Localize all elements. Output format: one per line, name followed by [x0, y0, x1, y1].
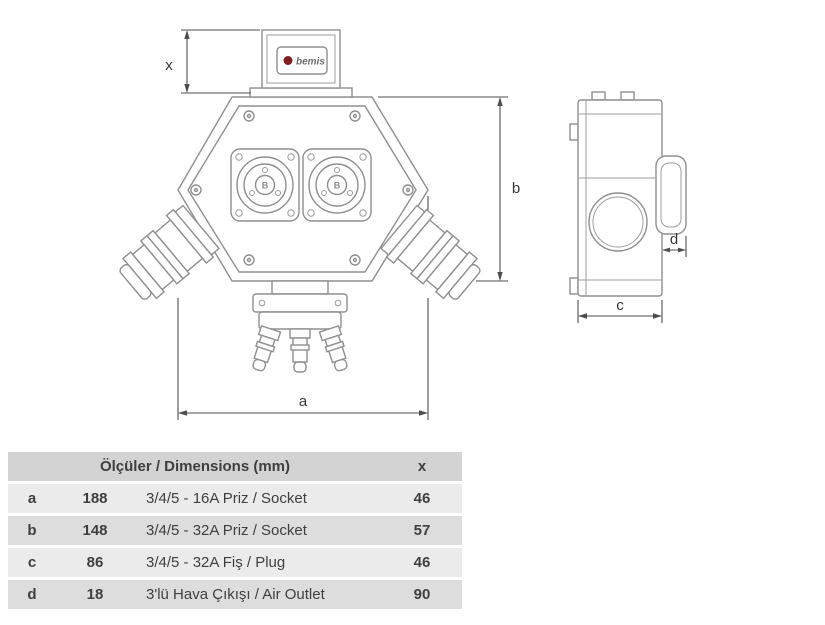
socket-emblem-left: B — [262, 181, 269, 191]
row-desc: 3/4/5 - 32A Priz / Socket — [134, 516, 382, 545]
table-header-row: Ölçüler / Dimensions (mm) x — [8, 452, 462, 481]
row-value: 18 — [56, 580, 134, 609]
air-barb-right — [318, 325, 348, 372]
dim-label-c: c — [616, 297, 624, 314]
brand-gear-icon — [283, 56, 293, 65]
front-view: B B — [119, 29, 481, 373]
table-row-d: d 18 3'lü Hava Çıkışı / Air Outlet 90 — [8, 580, 462, 609]
front-dimensions: x b a — [165, 29, 520, 420]
socket-left-front: B — [230, 148, 300, 222]
row-key: a — [8, 484, 56, 513]
row-desc: 3/4/5 - 32A Fiş / Plug — [134, 548, 382, 577]
socket-angled-right — [380, 204, 481, 300]
dim-label-b: b — [512, 180, 520, 197]
air-outlet-manifold — [252, 280, 348, 373]
side-round-opening — [588, 192, 648, 252]
air-barb-middle — [289, 328, 311, 373]
row-desc: 3/4/5 - 16A Priz / Socket — [134, 484, 382, 513]
table-row-c: c 86 3/4/5 - 32A Fiş / Plug 46 — [8, 548, 462, 577]
table-header-title: Ölçüler / Dimensions (mm) — [8, 452, 382, 481]
row-key: b — [8, 516, 56, 545]
brand-plate — [276, 46, 328, 75]
side-body — [577, 99, 663, 297]
row-x: 57 — [382, 516, 462, 545]
row-x: 46 — [382, 548, 462, 577]
row-x: 90 — [382, 580, 462, 609]
socket-angled-left — [119, 204, 220, 300]
dim-label-d: d — [670, 231, 678, 248]
table-row-b: b 148 3/4/5 - 32A Priz / Socket 57 — [8, 516, 462, 545]
table-header-x: x — [382, 452, 462, 481]
air-barb-left — [252, 325, 282, 372]
dim-label-x: x — [165, 57, 173, 74]
hexagon-inner-outline — [187, 105, 417, 273]
row-key: c — [8, 548, 56, 577]
row-value: 188 — [56, 484, 134, 513]
socket-emblem-right: B — [334, 181, 341, 191]
side-view: c d — [569, 91, 687, 323]
row-value: 148 — [56, 516, 134, 545]
technical-drawing: B B — [119, 29, 687, 420]
table-row-a: a 188 3/4/5 - 16A Priz / Socket 46 — [8, 484, 462, 513]
side-socket-protrusion — [655, 155, 687, 235]
row-key: d — [8, 580, 56, 609]
top-entry-box: bemis — [249, 29, 353, 98]
row-x: 46 — [382, 484, 462, 513]
socket-right-front: B — [302, 148, 372, 222]
brand-logo-text: bemis — [296, 57, 325, 68]
corner-screws — [190, 110, 414, 266]
dimensions-table: Ölçüler / Dimensions (mm) x a 188 3/4/5 … — [8, 449, 462, 612]
row-desc: 3'lü Hava Çıkışı / Air Outlet — [134, 580, 382, 609]
dim-label-a: a — [299, 393, 308, 410]
row-value: 86 — [56, 548, 134, 577]
